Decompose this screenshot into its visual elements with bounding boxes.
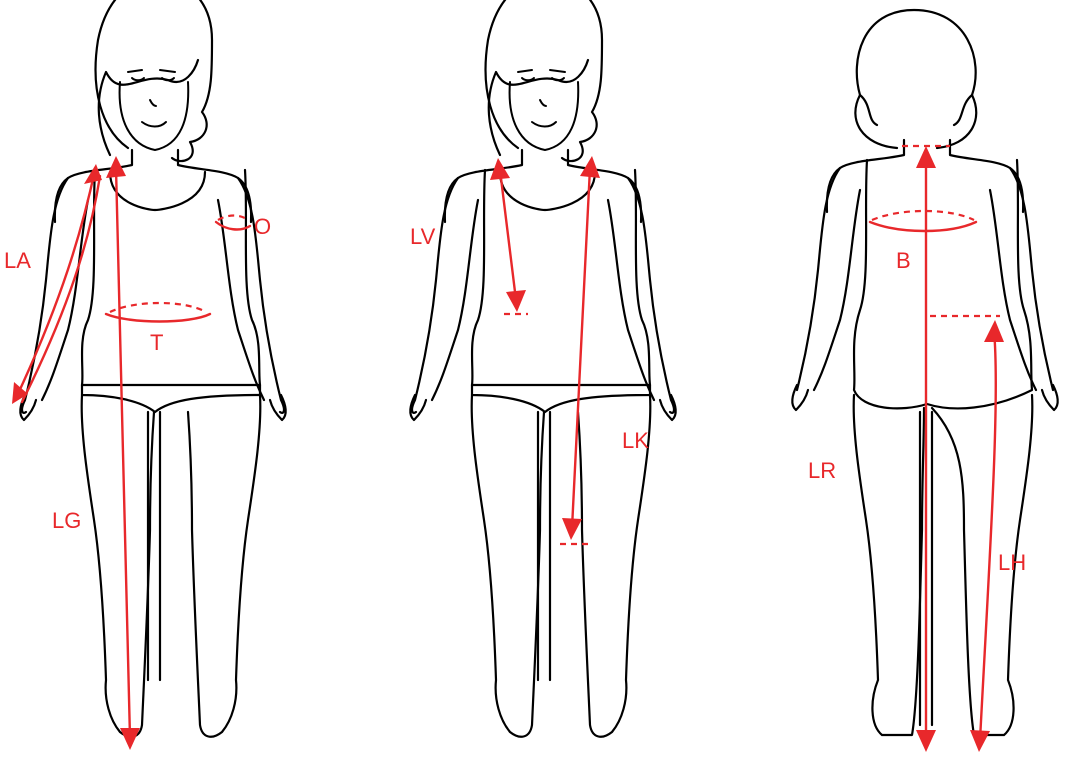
t-waist-back xyxy=(110,303,206,312)
b-bust-back xyxy=(872,211,974,220)
lv-arrow-bottom xyxy=(506,290,526,312)
lh-arrow-top xyxy=(984,320,1004,342)
label-o: O xyxy=(254,214,271,239)
lg-arrow-bottom xyxy=(120,728,140,750)
lg-measure-line xyxy=(116,168,130,738)
label-lk: LK xyxy=(622,428,649,453)
label-b: B xyxy=(896,248,911,273)
label-lr: LR xyxy=(808,458,836,483)
lh-measure-line xyxy=(980,330,996,740)
figure-front-left xyxy=(20,0,285,737)
lk-arrow-bottom xyxy=(562,518,582,540)
o-arm-back xyxy=(218,216,248,221)
lr-arrow-top xyxy=(916,146,936,168)
label-la: LA xyxy=(4,248,31,273)
label-lg: LG xyxy=(52,508,81,533)
b-bust-front xyxy=(870,222,976,231)
lh-arrow-bottom xyxy=(970,730,990,752)
label-lh: LH xyxy=(998,550,1026,575)
label-lv: LV xyxy=(410,224,436,249)
figure-front-middle xyxy=(410,0,675,737)
t-waist-front xyxy=(106,314,210,322)
label-t: T xyxy=(150,330,163,355)
lv-measure-line xyxy=(500,170,516,300)
lr-arrow-bottom xyxy=(916,730,936,752)
